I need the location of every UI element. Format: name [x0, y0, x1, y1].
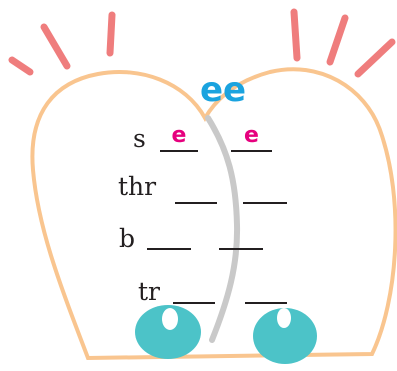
blank-2: [243, 174, 287, 204]
rays-group: [8, 8, 396, 78]
ray: [290, 8, 301, 62]
blank-1: [147, 220, 191, 250]
blank-2: e: [231, 122, 272, 152]
word-stem: tr: [138, 277, 160, 306]
heart-outline: [30, 67, 397, 361]
blank-1: [175, 174, 217, 204]
ray: [354, 38, 396, 78]
ray: [8, 56, 34, 76]
blank-2: [245, 274, 287, 304]
eye-right: [253, 308, 317, 364]
title-letters: ee: [200, 70, 247, 110]
blank-2: [219, 220, 263, 250]
ray: [326, 14, 349, 66]
ray: [106, 11, 116, 57]
word-stem: s: [133, 124, 146, 153]
ray: [40, 23, 71, 70]
blank-1: [173, 274, 215, 304]
blank-1: e: [160, 122, 198, 152]
word-stem: thr: [118, 172, 157, 201]
center-line: [205, 115, 241, 343]
eye-left: [135, 305, 201, 359]
word-stem: b: [119, 224, 136, 253]
